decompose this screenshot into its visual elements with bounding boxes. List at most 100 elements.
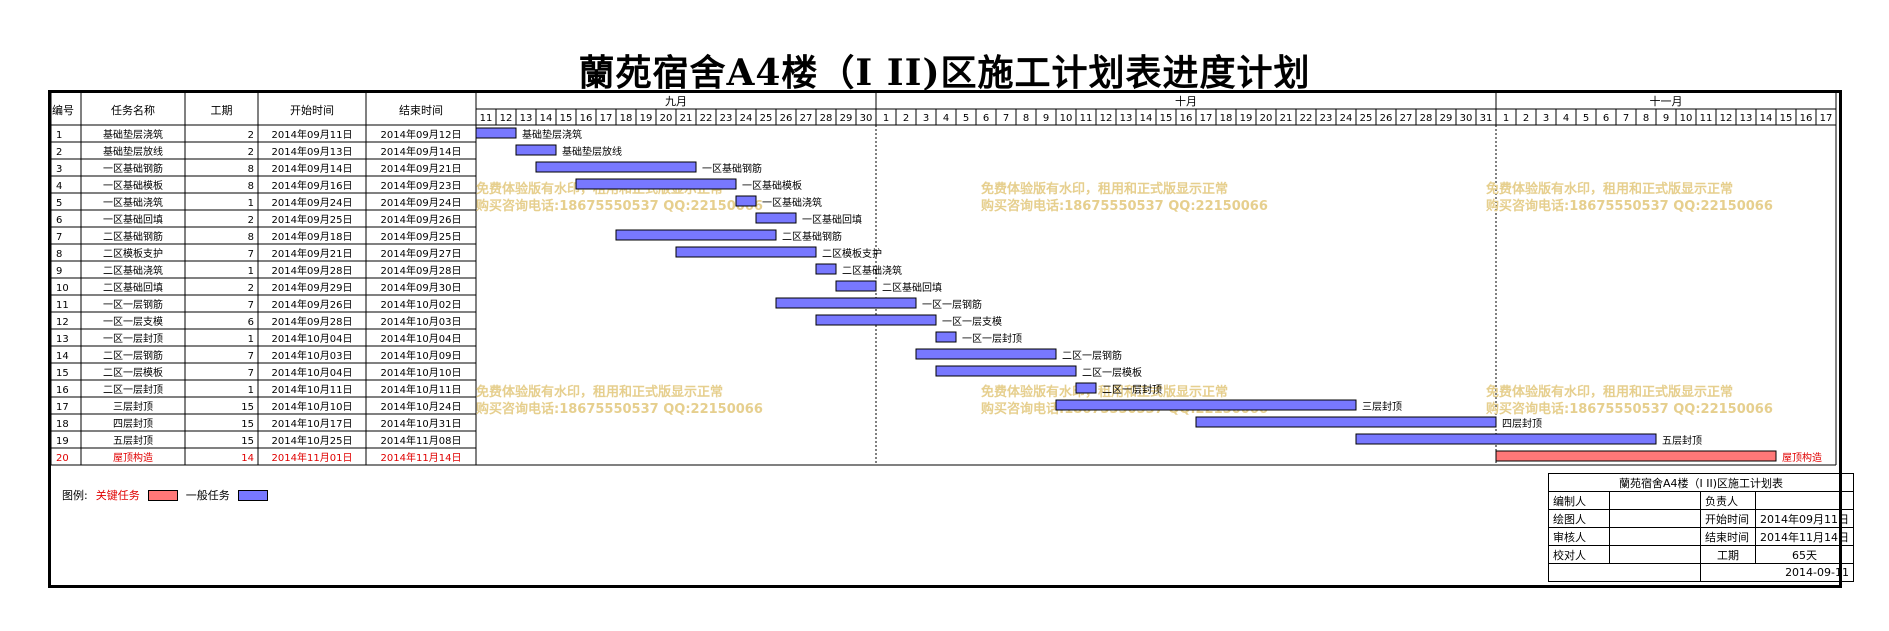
watermark-line2: 购买咨询电话:18675550537 QQ:22150066 <box>476 198 763 214</box>
task-start: 2014年09月13日 <box>272 145 353 158</box>
task-end: 2014年09月12日 <box>381 128 462 141</box>
task-duration: 1 <box>248 266 254 277</box>
day-label: 9 <box>1663 113 1669 124</box>
day-label: 11 <box>1700 113 1713 124</box>
signoff-date: 2014-09-11 <box>1700 563 1854 582</box>
task-start: 2014年09月18日 <box>272 230 353 243</box>
day-label: 17 <box>1820 113 1833 124</box>
task-no: 16 <box>56 385 69 396</box>
day-label: 13 <box>520 113 533 124</box>
day-label: 29 <box>840 113 853 124</box>
task-name: 二区基础钢筋 <box>103 230 163 243</box>
task-name: 二区一层模板 <box>103 366 163 379</box>
task-start: 2014年09月14日 <box>272 162 353 175</box>
legend-critical-label: 关键任务 <box>95 489 140 502</box>
day-label: 1 <box>1503 113 1509 124</box>
day-label: 23 <box>1320 113 1333 124</box>
task-start: 2014年10月03日 <box>272 349 353 362</box>
day-label: 1 <box>883 113 889 124</box>
task-end: 2014年10月31日 <box>381 417 462 430</box>
task-end: 2014年09月24日 <box>381 196 462 209</box>
task-no: 14 <box>56 351 69 362</box>
task-end: 2014年10月11日 <box>381 383 462 396</box>
day-label: 15 <box>560 113 573 124</box>
day-label: 14 <box>1760 113 1773 124</box>
task-duration: 1 <box>248 334 254 345</box>
task-duration: 2 <box>248 215 254 226</box>
page-title: 蘭苑宿舍A4楼（I II)区施工计划表进度计划 <box>578 52 1311 94</box>
legend: 图例: 关键任务 一般任务 <box>62 487 268 503</box>
day-label: 20 <box>660 113 673 124</box>
gantt-bar-label: 四层封顶 <box>1502 417 1542 430</box>
day-label: 26 <box>1380 113 1393 124</box>
day-label: 15 <box>1780 113 1793 124</box>
task-duration: 7 <box>248 300 254 311</box>
task-no: 3 <box>56 164 62 175</box>
gantt-bar <box>815 263 837 275</box>
chart-frame <box>48 90 1842 588</box>
day-label: 5 <box>963 113 969 124</box>
task-end: 2014年09月21日 <box>381 162 462 175</box>
task-name: 二区基础回填 <box>103 281 163 294</box>
task-start: 2014年09月28日 <box>272 315 353 328</box>
day-label: 21 <box>1280 113 1293 124</box>
gantt-bar-label: 一区基础模板 <box>742 179 802 192</box>
watermark-line1: 免费体验版有水印，租用和正式版显示正常 <box>1486 181 1733 197</box>
gantt-bar <box>515 144 557 156</box>
gantt-bar <box>1195 416 1497 428</box>
task-start: 2014年09月25日 <box>272 213 353 226</box>
gantt-bar <box>615 229 777 241</box>
duration-label: 工期 <box>1700 545 1756 564</box>
task-no: 11 <box>56 300 69 311</box>
day-label: 20 <box>1260 113 1273 124</box>
day-label: 6 <box>1603 113 1609 124</box>
day-label: 27 <box>1400 113 1413 124</box>
signoff-caption: 蘭苑宿舍A4楼（I II)区施工计划表 <box>1548 473 1854 492</box>
gantt-bar-label: 一区一层支模 <box>942 316 1002 328</box>
day-label: 29 <box>1440 113 1453 124</box>
day-label: 18 <box>1220 113 1233 124</box>
day-label: 11 <box>1080 113 1093 124</box>
reviewer-value <box>1609 527 1701 546</box>
task-no: 2 <box>56 147 62 158</box>
day-label: 4 <box>1563 113 1569 124</box>
task-name: 四层封顶 <box>113 417 153 430</box>
task-start: 2014年11月01日 <box>272 451 353 464</box>
gantt-bar <box>775 297 917 309</box>
gantt-bar <box>835 280 877 292</box>
day-label: 10 <box>1680 113 1693 124</box>
gantt-bar <box>1495 450 1777 462</box>
task-no: 20 <box>56 453 69 464</box>
day-label: 28 <box>820 113 833 124</box>
task-end: 2014年10月02日 <box>381 298 462 311</box>
day-label: 13 <box>1120 113 1133 124</box>
task-end: 2014年09月30日 <box>381 281 462 294</box>
day-label: 27 <box>800 113 813 124</box>
task-no: 9 <box>56 266 62 277</box>
task-name: 一区基础模板 <box>103 179 163 192</box>
gantt-bar <box>915 348 1057 360</box>
task-no: 17 <box>56 402 69 413</box>
day-label: 22 <box>1300 113 1313 124</box>
task-duration: 14 <box>241 453 254 464</box>
gantt-bar-label: 二区一层封顶 <box>1102 383 1162 396</box>
checker-value <box>1609 545 1701 564</box>
task-duration: 8 <box>248 164 254 175</box>
task-start: 2014年10月11日 <box>272 383 353 396</box>
editor-label: 编制人 <box>1548 491 1610 510</box>
legend-normal-label: 一般任务 <box>185 489 230 502</box>
task-name: 一区基础回填 <box>103 213 163 226</box>
task-no: 6 <box>56 215 62 226</box>
drawer-label: 绘图人 <box>1548 509 1610 528</box>
gantt-bar <box>675 246 817 258</box>
day-label: 19 <box>640 113 653 124</box>
task-no: 13 <box>56 334 69 345</box>
reviewer-label: 审核人 <box>1548 527 1610 546</box>
watermark-line1: 免费体验版有水印，租用和正式版显示正常 <box>981 384 1228 400</box>
task-duration: 7 <box>248 249 254 260</box>
task-start: 2014年10月04日 <box>272 332 353 345</box>
gantt-bar <box>575 178 737 190</box>
day-label: 8 <box>1643 113 1649 124</box>
task-name: 五层封顶 <box>113 434 153 447</box>
watermark-line1: 免费体验版有水印，租用和正式版显示正常 <box>1486 384 1733 400</box>
